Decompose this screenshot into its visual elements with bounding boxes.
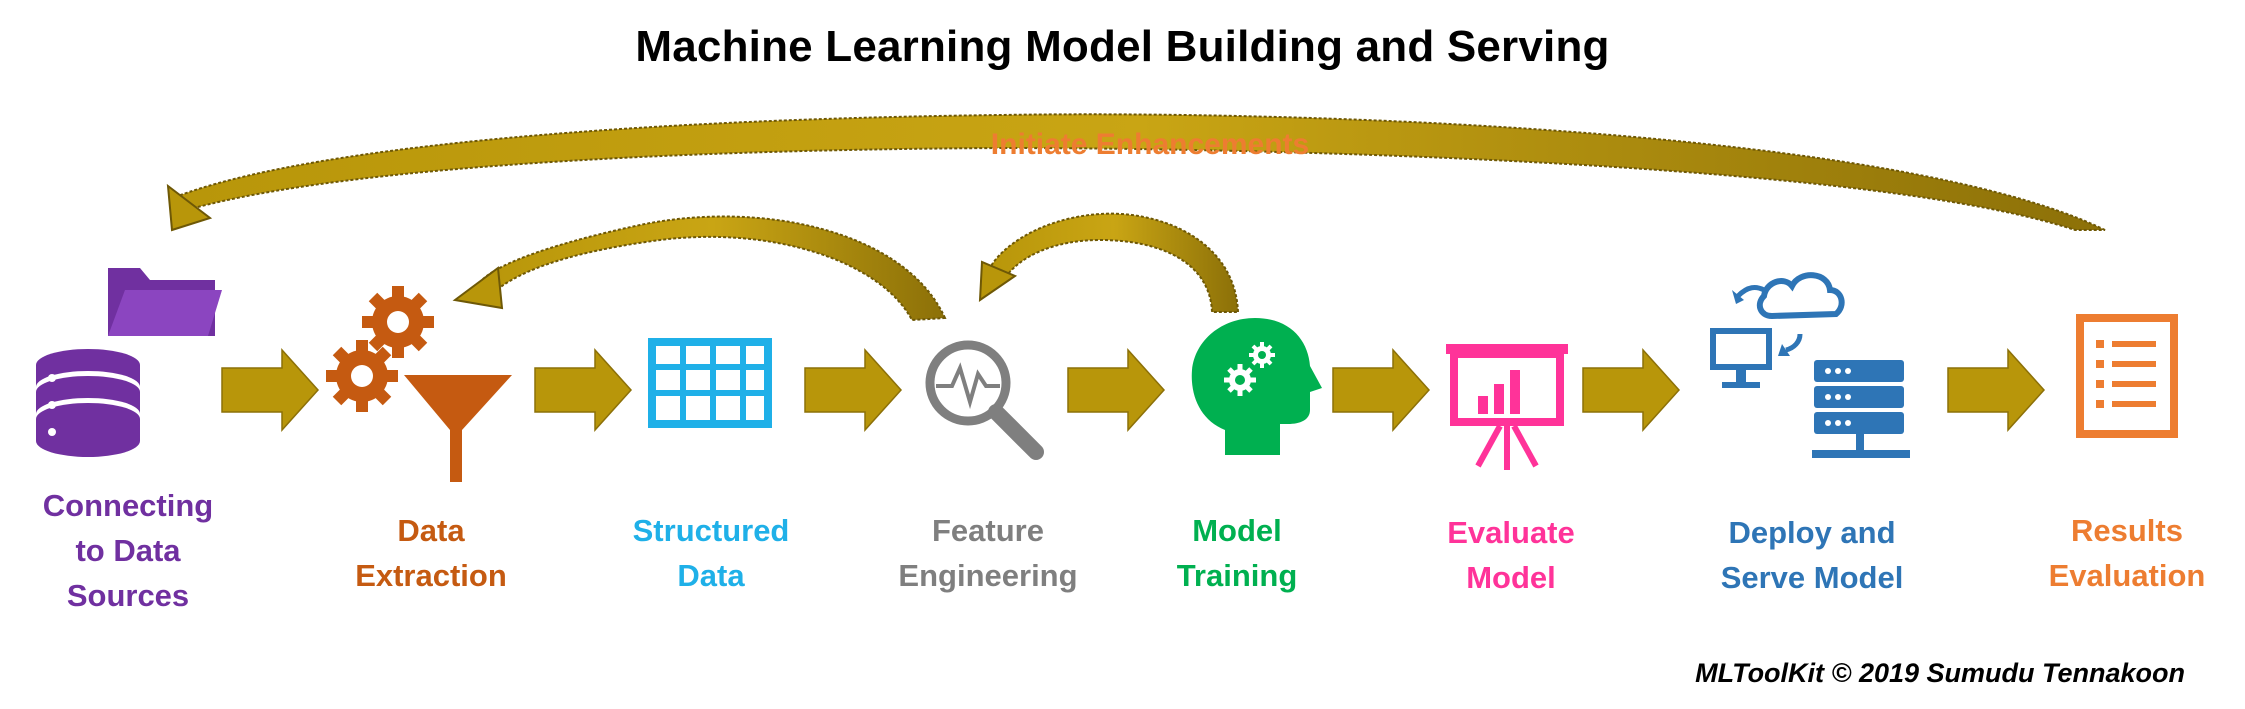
flow-arrow-3 — [804, 348, 903, 432]
flow-arrow-6 — [1582, 348, 1681, 432]
step-label-results: Results Evaluation — [2007, 508, 2245, 598]
step-line: Data — [677, 558, 745, 593]
step-line: Results — [2071, 513, 2183, 548]
step-label-deploy: Deploy and Serve Model — [1692, 510, 1932, 600]
step-line: Serve Model — [1720, 560, 1904, 595]
step-label-feature: Feature Engineering — [868, 508, 1108, 598]
step-line: to Data — [75, 533, 181, 568]
cloud-server-icon — [1710, 272, 1910, 458]
flow-arrow-4 — [1067, 348, 1166, 432]
checklist-icon — [2076, 314, 2178, 438]
gears-funnel-icon — [326, 286, 512, 482]
step-line: Sources — [66, 578, 190, 613]
step-line: Data — [397, 513, 465, 548]
step-line: Evaluate — [1447, 515, 1575, 550]
step-line: Connecting — [42, 488, 214, 523]
flow-arrow-5 — [1332, 348, 1431, 432]
magnifier-signal-icon — [925, 340, 1044, 460]
credit-text: MLToolKit © 2019 Sumudu Tennakoon — [1695, 658, 2185, 688]
step-line: Model — [1192, 513, 1282, 548]
step-line: Model — [1466, 560, 1556, 595]
step-line: Deploy and — [1728, 515, 1896, 550]
feedback-arrow-main — [166, 113, 2106, 232]
flow-arrow-2 — [534, 348, 633, 432]
step-label-extraction: Data Extraction — [311, 508, 551, 598]
flow-arrow-1 — [221, 348, 320, 432]
flow-arrow-7 — [1947, 348, 2046, 432]
step-line: Extraction — [355, 558, 507, 593]
step-line: Training — [1176, 558, 1298, 593]
table-grid-icon — [648, 338, 772, 428]
step-label-connecting: Connecting to Data Sources — [8, 483, 248, 618]
presentation-chart-icon — [1446, 344, 1568, 470]
head-gears-icon — [1191, 318, 1322, 455]
diagram-title: Machine Learning Model Building and Serv… — [635, 22, 1610, 71]
feedback-arrow-feature-to-extraction — [452, 215, 947, 322]
step-line: Engineering — [898, 558, 1078, 593]
step-line: Evaluation — [2048, 558, 2206, 593]
step-line: Feature — [932, 513, 1044, 548]
initiate-enhancements-label: Initiate Enhancements — [990, 128, 1310, 161]
step-label-structured: Structured Data — [591, 508, 831, 598]
step-label-training: Model Training — [1117, 508, 1357, 598]
step-label-evaluate: Evaluate Model — [1391, 510, 1631, 600]
step-line: Structured — [632, 513, 790, 548]
database-folder-icon — [36, 268, 222, 457]
feedback-arrow-training-to-feature — [978, 212, 1240, 313]
